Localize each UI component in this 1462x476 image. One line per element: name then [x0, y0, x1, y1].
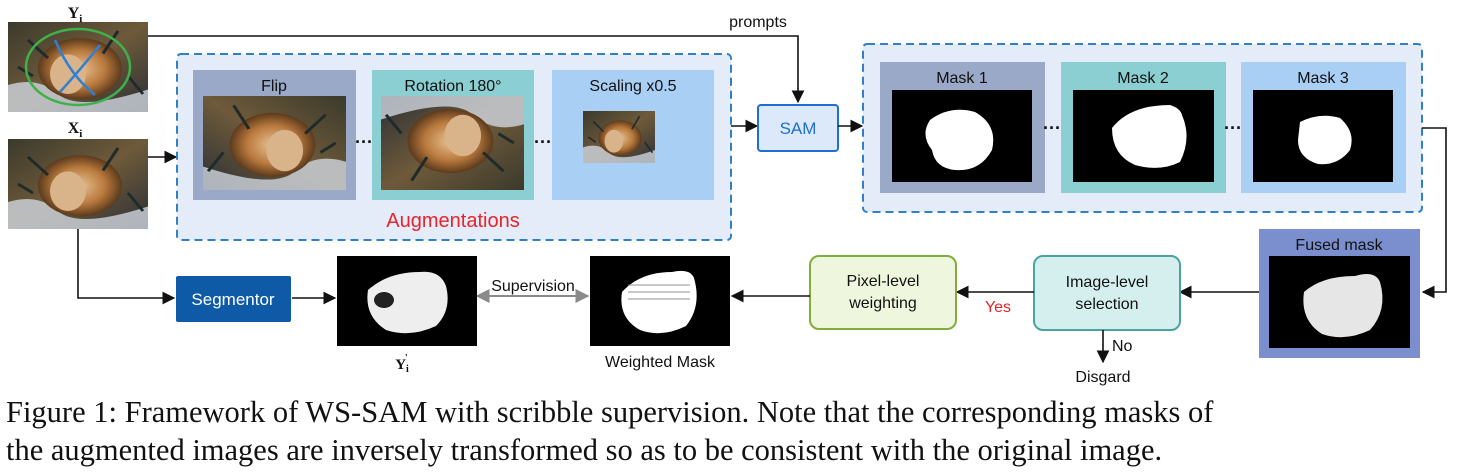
- ellipsis-2: ···: [534, 132, 552, 152]
- sam-box: SAM: [757, 104, 839, 152]
- input-image: [8, 139, 148, 229]
- masks-to-fused-arrow: [1421, 127, 1447, 299]
- svg-text:SAM: SAM: [780, 119, 817, 138]
- y-label: Yi: [68, 5, 83, 25]
- prompts-label: prompts: [729, 14, 787, 31]
- ellipsis-4: ···: [1224, 118, 1242, 138]
- svg-text:weighting: weighting: [848, 295, 917, 312]
- supervision-label: Supervision: [491, 278, 575, 295]
- svg-text:Pixel-level: Pixel-level: [847, 273, 920, 290]
- mask-1: Mask 1: [880, 62, 1045, 193]
- prediction-image: [337, 256, 477, 346]
- x-label: Xi: [68, 120, 83, 140]
- aug-flip: Flip: [193, 70, 356, 200]
- segmentor-box: Segmentor: [176, 276, 291, 322]
- weighted-mask-label: Weighted Mask: [605, 354, 716, 371]
- svg-text:Mask 3: Mask 3: [1297, 70, 1349, 87]
- prediction-label: Yi': [395, 353, 409, 375]
- caption-line-1: Figure 1: Framework of WS-SAM with scrib…: [6, 395, 1214, 429]
- figure-caption: Figure 1: Framework of WS-SAM with scrib…: [6, 393, 1458, 469]
- svg-text:Scaling x0.5: Scaling x0.5: [589, 78, 676, 95]
- aug-scaling: Scaling x0.5: [552, 70, 714, 200]
- svg-text:Mask 2: Mask 2: [1117, 70, 1169, 87]
- svg-text:Image-level: Image-level: [1066, 274, 1149, 291]
- svg-text:Fused mask: Fused mask: [1295, 237, 1383, 254]
- yes-label: Yes: [985, 299, 1011, 316]
- svg-text:Mask 1: Mask 1: [936, 70, 988, 87]
- prompts-arrow: [148, 35, 805, 104]
- ellipsis-3: ···: [1043, 118, 1061, 138]
- caption-line-2: the augmented images are inversely trans…: [6, 433, 1163, 467]
- svg-text:selection: selection: [1075, 296, 1138, 313]
- augmentations-title: Augmentations: [386, 210, 519, 232]
- mask-3: Mask 3: [1241, 62, 1406, 193]
- aug-rotation: Rotation 180°: [372, 70, 534, 200]
- input-to-segmentor-arrow: [77, 229, 176, 305]
- svg-text:Rotation 180°: Rotation 180°: [404, 78, 501, 95]
- svg-text:Flip: Flip: [261, 78, 287, 95]
- scribble-image: [8, 22, 148, 112]
- disgard-label: Disgard: [1075, 369, 1130, 386]
- weighted-mask-image: [590, 256, 730, 346]
- image-level-selection-box: Image-level selection: [1033, 255, 1181, 331]
- ellipsis-1: ···: [355, 132, 373, 152]
- fused-mask: Fused mask: [1259, 229, 1420, 358]
- svg-text:Segmentor: Segmentor: [191, 290, 274, 309]
- pixel-level-weighting-box: Pixel-level weighting: [809, 255, 957, 330]
- no-label: No: [1112, 338, 1133, 355]
- mask-2: Mask 2: [1061, 62, 1226, 193]
